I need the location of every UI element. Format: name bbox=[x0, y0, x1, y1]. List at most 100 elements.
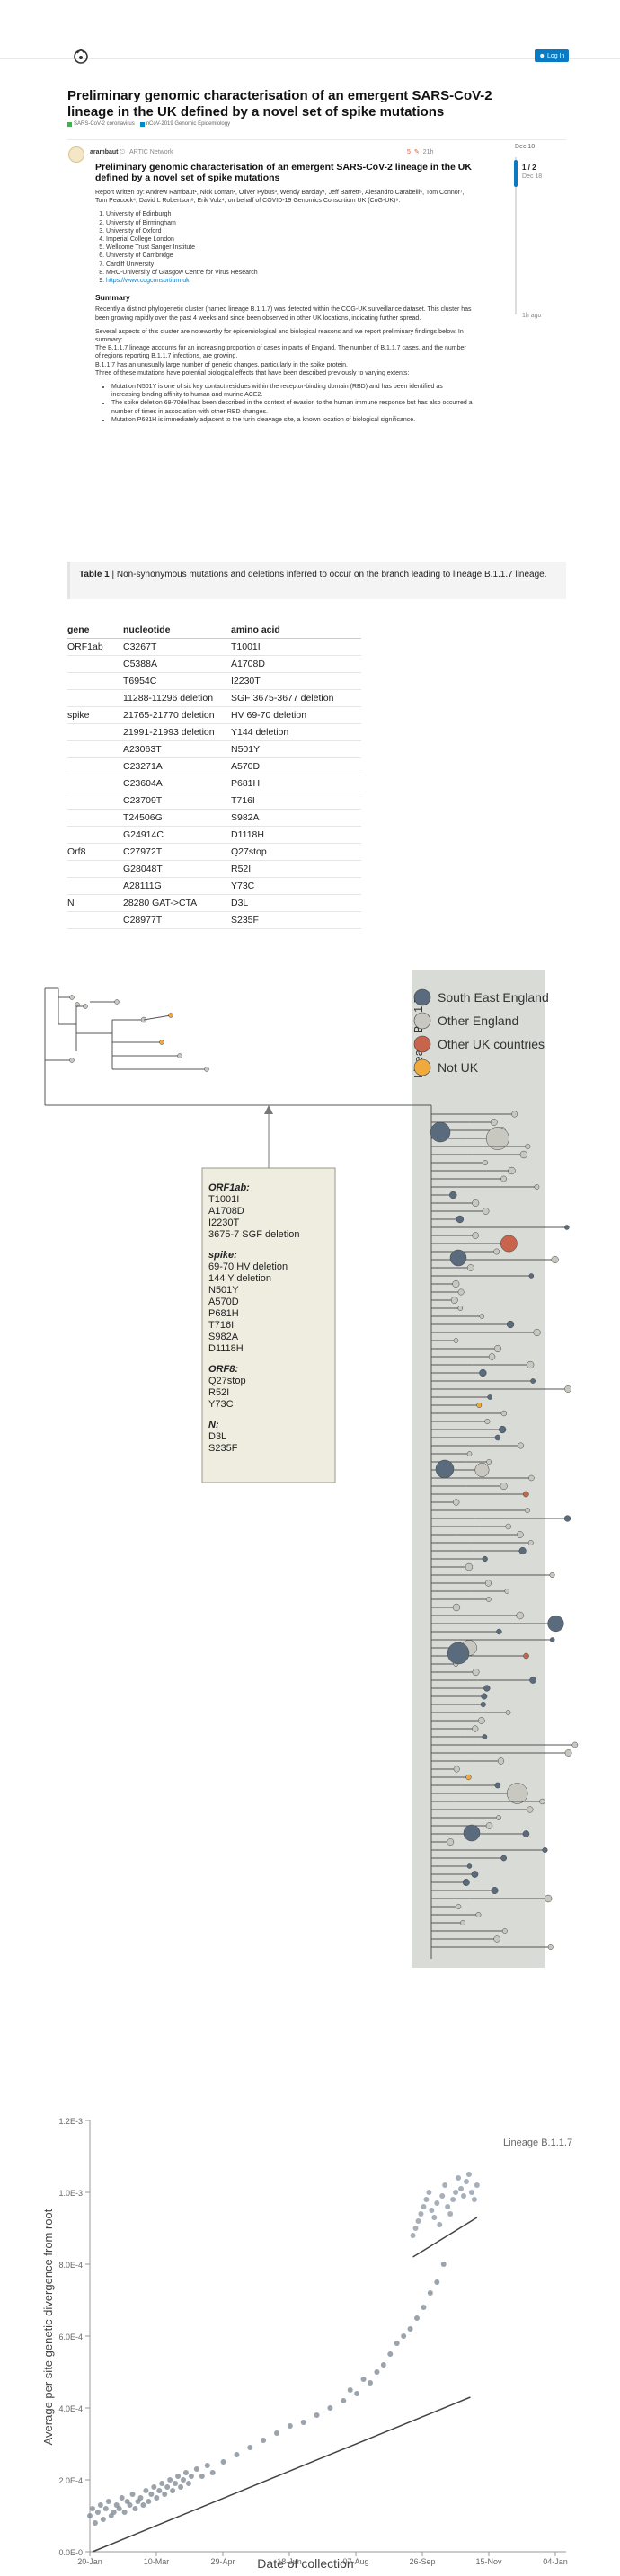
edit-count[interactable]: 5 bbox=[407, 148, 411, 155]
data-point bbox=[374, 2369, 380, 2375]
data-point bbox=[468, 2190, 474, 2195]
tree-tip bbox=[479, 1314, 485, 1319]
data-point bbox=[97, 2502, 103, 2508]
tree-tip bbox=[523, 1652, 529, 1660]
data-point bbox=[431, 2215, 438, 2220]
data-point bbox=[111, 2510, 117, 2515]
author-group[interactable]: ARTIC Network bbox=[128, 149, 173, 155]
cogconsortium-link[interactable]: https://www.cogconsortium.uk bbox=[106, 278, 190, 285]
list-item: University of Edinburgh bbox=[106, 210, 473, 218]
legend-label: Other UK countries bbox=[438, 1037, 545, 1051]
post-age[interactable]: 21h bbox=[422, 148, 434, 155]
tree-tip bbox=[493, 1344, 502, 1353]
data-point bbox=[116, 2506, 122, 2511]
timeline-scrollbar[interactable] bbox=[515, 157, 517, 314]
category-badge-genomic-epi[interactable]: nCoV-2019 Genomic Epidemiology bbox=[139, 121, 230, 127]
annotation-gene-label: ORF8: bbox=[208, 1364, 238, 1375]
tree-tip bbox=[539, 1798, 545, 1805]
tree-tip bbox=[463, 1824, 481, 1842]
table-cell-amino-acid: HV 69-70 deletion bbox=[231, 706, 361, 724]
tree-tip bbox=[485, 1822, 493, 1829]
tree-tip bbox=[488, 1353, 496, 1360]
tree-tip bbox=[494, 1434, 501, 1441]
data-point bbox=[185, 2481, 191, 2486]
tree-tip bbox=[465, 1774, 472, 1781]
tree-tip bbox=[525, 1143, 531, 1150]
tree-tip bbox=[522, 1491, 529, 1498]
tree-tip bbox=[493, 1248, 500, 1255]
avatar[interactable] bbox=[68, 146, 84, 163]
tree-tip bbox=[505, 1523, 511, 1530]
table-cell-amino-acid: T716I bbox=[231, 792, 361, 810]
tree-tip bbox=[483, 1685, 491, 1692]
tree-tip bbox=[499, 1425, 507, 1434]
table-cell-gene bbox=[67, 723, 123, 741]
tree-tip bbox=[564, 1225, 570, 1230]
tree-tip bbox=[69, 995, 75, 1000]
data-point bbox=[89, 2506, 95, 2511]
topic-categories: SARS-CoV-2 coronavirus nCoV-2019 Genomic… bbox=[67, 121, 230, 127]
tree-tip bbox=[494, 1782, 501, 1789]
data-point bbox=[274, 2430, 279, 2436]
data-point bbox=[94, 2510, 101, 2515]
table-cell-amino-acid: R52I bbox=[231, 860, 361, 878]
tree-branch bbox=[143, 1014, 172, 1021]
data-point bbox=[140, 2502, 146, 2508]
annotation-mutation: A570D bbox=[208, 1297, 239, 1307]
table-cell-amino-acid: N501Y bbox=[231, 740, 361, 758]
list-item: Mutation P681H is immediately adjacent t… bbox=[111, 416, 473, 424]
post-meta: 5 ✎ 21h bbox=[407, 148, 434, 156]
tree-tip bbox=[500, 1855, 507, 1862]
annotation-mutation: D3L bbox=[208, 1431, 226, 1442]
annotation-mutation: P681H bbox=[208, 1308, 239, 1319]
tree-tip bbox=[475, 1912, 482, 1917]
timeline-start-date[interactable]: Dec 18 bbox=[515, 144, 536, 150]
data-point bbox=[127, 2502, 133, 2508]
login-button[interactable]: ☻ Log In bbox=[535, 49, 569, 62]
data-point bbox=[445, 2204, 451, 2209]
tree-tip bbox=[476, 1403, 483, 1408]
category-badge-coronavirus[interactable]: SARS-CoV-2 coronavirus bbox=[67, 121, 135, 127]
data-point bbox=[193, 2466, 199, 2472]
table-cell-gene bbox=[67, 775, 123, 792]
data-point bbox=[154, 2495, 160, 2501]
annotation-mutation: A1708D bbox=[208, 1206, 244, 1217]
author-username[interactable]: arambaut bbox=[90, 149, 119, 155]
data-point bbox=[427, 2290, 433, 2296]
timeline-end-label[interactable]: 1h ago bbox=[522, 313, 542, 319]
tree-tip bbox=[83, 1004, 88, 1009]
x-tick-label: 04-Jan bbox=[543, 2557, 568, 2566]
divergence-scatter-chart: 0.0E-02.0E-44.0E-46.0E-48.0E-41.0E-31.2E… bbox=[41, 2117, 572, 2571]
table-cell-amino-acid: Y144 deletion bbox=[231, 723, 361, 741]
tree-tip bbox=[457, 1288, 465, 1296]
annotation-mutation: 144 Y deletion bbox=[208, 1273, 271, 1284]
y-tick-label: 2.0E-4 bbox=[58, 2476, 83, 2485]
timeline-handle[interactable] bbox=[514, 160, 518, 187]
data-point bbox=[129, 2492, 136, 2497]
tree-tip bbox=[534, 1184, 540, 1190]
data-point bbox=[234, 2452, 240, 2457]
tree-tip bbox=[69, 1058, 75, 1063]
table-cell-gene bbox=[67, 792, 123, 810]
table-cell-amino-acid: I2230T bbox=[231, 672, 361, 690]
table-cell-nucleotide: C5388A bbox=[123, 655, 231, 673]
list-item: University of Cambridge bbox=[106, 252, 473, 260]
annotation-mutation: N501Y bbox=[208, 1285, 239, 1296]
topic-title[interactable]: Preliminary genomic characterisation of … bbox=[67, 88, 492, 120]
list-item: Mutation N501Y is one of six key contact… bbox=[111, 383, 473, 399]
x-tick-label: 26-Sep bbox=[409, 2557, 435, 2566]
y-axis-label: Average per site genetic divergence from… bbox=[41, 2209, 55, 2445]
legend-label: South East England bbox=[438, 990, 549, 1005]
tree-tip bbox=[453, 1766, 460, 1773]
pencil-icon[interactable]: ✎ bbox=[413, 149, 420, 155]
site-logo-icon[interactable] bbox=[72, 47, 90, 66]
table-cell-amino-acid: A1708D bbox=[231, 655, 361, 673]
tree-tip bbox=[500, 1482, 508, 1491]
data-point bbox=[415, 2218, 421, 2224]
table-caption: Table 1 | Non-synonymous mutations and d… bbox=[67, 562, 566, 599]
tree-tip bbox=[516, 1611, 524, 1620]
data-point bbox=[167, 2477, 173, 2483]
